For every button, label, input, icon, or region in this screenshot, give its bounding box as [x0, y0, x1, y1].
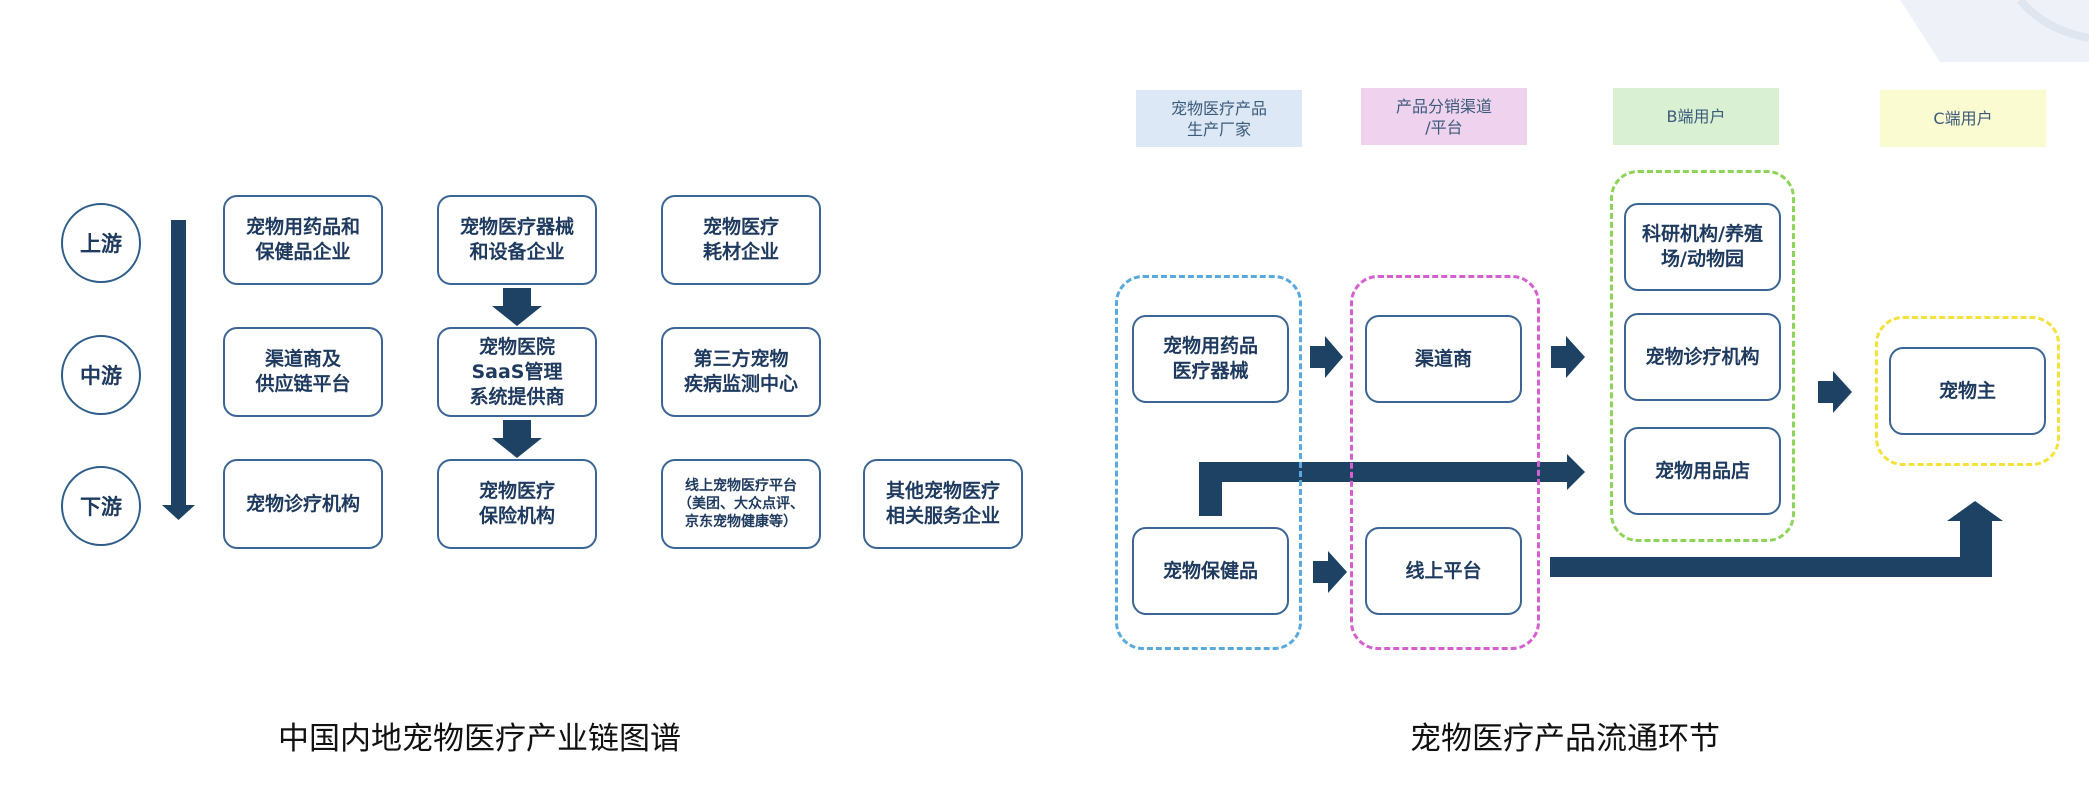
group-c-user — [1875, 316, 2060, 466]
corner-decoration — [1900, 0, 2089, 62]
arrow-drugs-to-dealer — [1310, 336, 1343, 378]
header-b-user: B端用户 — [1613, 88, 1779, 145]
node-channel-supply: 渠道商及 供应链平台 — [223, 327, 383, 417]
down-arrow-2 — [492, 420, 542, 458]
node-online-platform: 线上平台 — [1365, 527, 1522, 615]
node-health-products: 宠物保健品 — [1132, 527, 1289, 615]
right-caption: 宠物医疗产品流通环节 — [1410, 721, 1720, 757]
node-saas-provider: 宠物医院 SaaS管理 系统提供商 — [437, 327, 597, 417]
stage-downstream: 下游 — [61, 466, 141, 546]
node-other-services: 其他宠物医疗 相关服务企业 — [863, 459, 1023, 549]
node-clinic: 宠物诊疗机构 — [223, 459, 383, 549]
stage-midstream: 中游 — [61, 335, 141, 415]
arrow-health-to-online — [1313, 551, 1347, 593]
group-distribution — [1350, 275, 1540, 650]
node-disease-monitoring: 第三方宠物 疾病监测中心 — [661, 327, 821, 417]
node-pet-owner: 宠物主 — [1889, 347, 2046, 435]
left-caption: 中国内地宠物医疗产业链图谱 — [278, 721, 681, 757]
stage-upstream: 上游 — [61, 203, 141, 283]
header-distribution: 产品分销渠道 /平台 — [1361, 88, 1527, 145]
node-research: 科研机构/养殖 场/动物园 — [1624, 203, 1781, 291]
node-pet-drug-supplement: 宠物用药品和 保健品企业 — [223, 195, 383, 285]
node-pet-store: 宠物用品店 — [1624, 427, 1781, 515]
node-pet-device: 宠物医疗器械 和设备企业 — [437, 195, 597, 285]
node-drugs-devices: 宠物用药品 医疗器械 — [1132, 315, 1289, 403]
group-b-user — [1610, 170, 1795, 542]
arrow-online-to-owner — [1550, 501, 2003, 577]
node-dealer: 渠道商 — [1365, 315, 1522, 403]
node-online-medical-platform: 线上宠物医疗平台 （美团、大众点评、 京东宠物健康等） — [661, 459, 821, 549]
arrow-b-to-c — [1818, 371, 1852, 413]
vertical-flow-arrow — [162, 220, 195, 520]
node-insurance: 宠物医疗 保险机构 — [437, 459, 597, 549]
group-manufacturer — [1115, 275, 1302, 650]
down-arrow-1 — [492, 288, 542, 326]
arrow-dealer-to-b — [1551, 336, 1585, 378]
arrow-health-to-pet-store — [1199, 454, 1585, 516]
header-c-user: C端用户 — [1880, 90, 2046, 147]
node-pet-consumables: 宠物医疗 耗材企业 — [661, 195, 821, 285]
node-vet-clinic: 宠物诊疗机构 — [1624, 313, 1781, 401]
header-manufacturer: 宠物医疗产品 生产厂家 — [1136, 90, 1302, 147]
